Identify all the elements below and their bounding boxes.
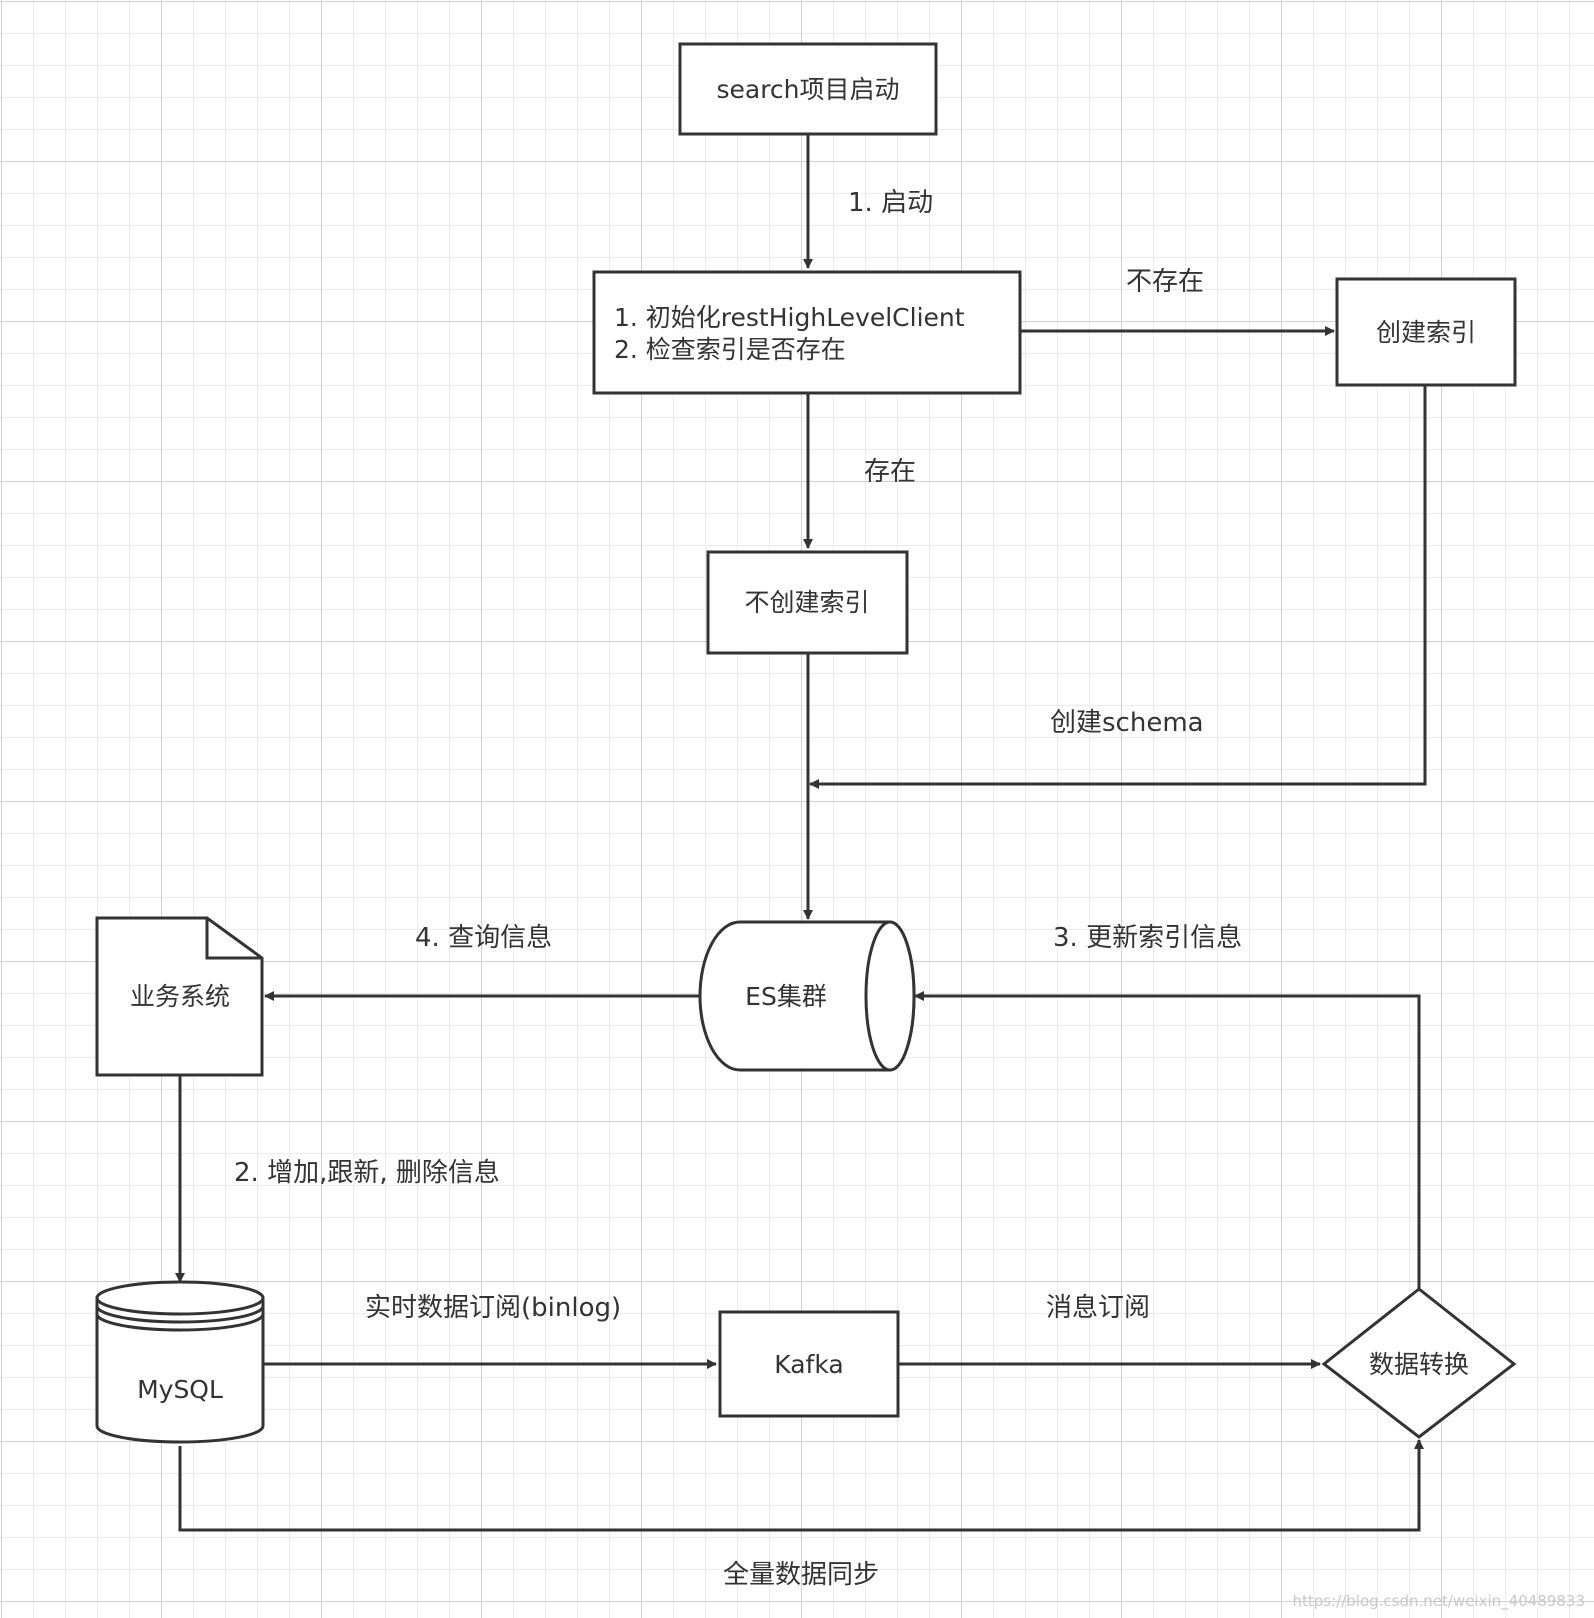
node-kafka: Kafka (718, 1310, 900, 1418)
edge-label-query-info: 4. 查询信息 (415, 923, 552, 953)
node-search-start: search项目启动 (678, 42, 938, 136)
node-init-check-line1: 1. 初始化restHighLevelClient (614, 303, 965, 332)
node-business-system: 业务系统 (95, 916, 264, 1077)
edge-mysql-to-transform-full-sync (178, 1439, 1424, 1532)
edge-label-exists: 存在 (864, 457, 916, 487)
edge-label-crud-info: 2. 增加,跟新, 删除信息 (234, 1158, 500, 1188)
node-data-transform-label: 数据转换 (1369, 1350, 1469, 1379)
edge-label-start: 1. 启动 (848, 188, 933, 218)
node-kafka-label: Kafka (774, 1350, 843, 1379)
node-search-start-label: search项目启动 (716, 75, 899, 104)
node-no-create-index: 不创建索引 (706, 550, 909, 655)
edge-label-realtime-binlog: 实时数据订阅(binlog) (365, 1293, 621, 1323)
edge-label-full-sync: 全量数据同步 (723, 1560, 879, 1590)
node-data-transform: 数据转换 (1321, 1287, 1517, 1439)
edge-label-update-index-info: 3. 更新索引信息 (1053, 923, 1242, 953)
edge-transform-to-es (914, 991, 1421, 1289)
node-mysql-label: MySQL (137, 1375, 223, 1404)
node-mysql: MySQL (95, 1280, 265, 1444)
node-no-create-index-label: 不创建索引 (744, 588, 869, 617)
watermark-text: https://blog.csdn.net/weixin_40489833 (1292, 1592, 1585, 1611)
edge-label-not-exists: 不存在 (1126, 267, 1204, 297)
node-create-index: 创建索引 (1335, 277, 1517, 387)
node-business-system-label: 业务系统 (130, 982, 230, 1011)
node-init-check: 1. 初始化restHighLevelClient 2. 检查索引是否存在 (592, 270, 1022, 395)
edge-create-index-to-es (809, 385, 1427, 789)
node-es-cluster: ES集群 (698, 920, 916, 1072)
node-create-index-label: 创建索引 (1376, 318, 1476, 347)
edge-label-create-schema: 创建schema (1050, 708, 1204, 738)
node-init-check-line2: 2. 检查索引是否存在 (614, 335, 846, 364)
edge-label-message-subscribe: 消息订阅 (1046, 1293, 1150, 1323)
node-es-cluster-label: ES集群 (745, 982, 827, 1011)
